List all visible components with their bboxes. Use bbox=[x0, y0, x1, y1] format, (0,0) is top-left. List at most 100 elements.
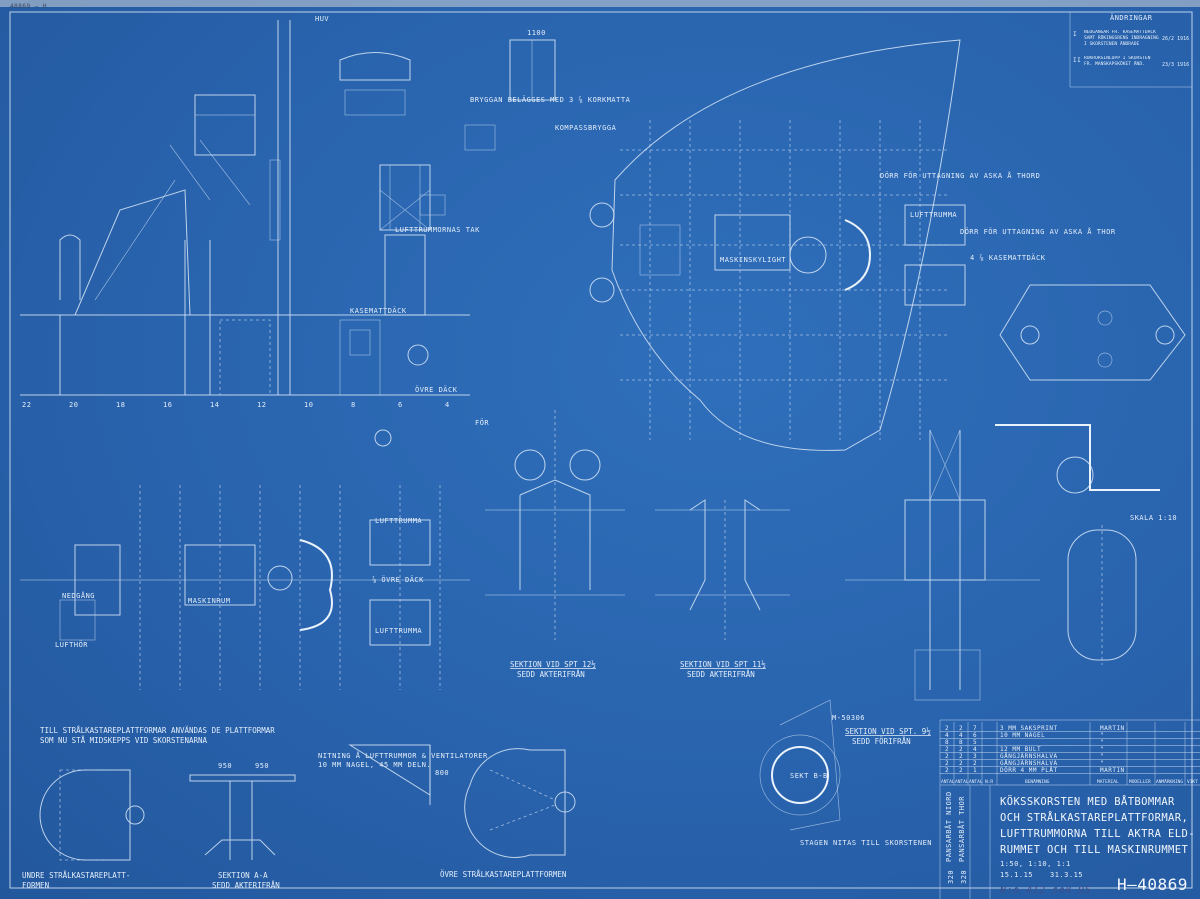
chimney-elevation bbox=[20, 20, 556, 447]
label-kasemattdack: KASEMATTDÄCK bbox=[350, 306, 407, 315]
lufttrumma-plan bbox=[20, 485, 470, 690]
label-sektion-9-sub: SEDD FÖRIFRÅN bbox=[852, 737, 911, 746]
parts-cell-name: 3 MM SAKSPRINT bbox=[1000, 725, 1058, 732]
frame-number: 18 bbox=[116, 401, 125, 409]
side-label-niord: PANSARBÅT NIORD bbox=[944, 791, 953, 862]
parts-cell-a: 2 bbox=[945, 753, 949, 760]
section-9 bbox=[845, 429, 1040, 701]
parts-cell-b: 8 bbox=[959, 739, 963, 746]
title-line-2: OCH STRÅLKASTAREPLATTFORMAR, bbox=[1000, 811, 1188, 824]
parts-cell-a: 2 bbox=[945, 767, 949, 774]
parts-cell-no: 3 bbox=[973, 753, 977, 760]
title-scale: 1:50, 1:10, 1:1 bbox=[1000, 860, 1071, 868]
label-lufttrumma-2: LUFTTRUMMA bbox=[375, 517, 422, 525]
note-platforms-2: SOM NU STÅ MIDSKEPPS VID SKORSTENARNA bbox=[40, 736, 208, 745]
parts-header: MODELLER bbox=[1129, 779, 1151, 785]
label-nedre-platform: UNDRE STRÅLKASTAREPLATT- bbox=[22, 871, 130, 880]
parts-header: VIKT bbox=[1187, 779, 1198, 785]
note-brygga: BRYGGAN BELÄGGES MED 3 ⅞ KORKMATTA bbox=[470, 95, 631, 104]
parts-cell-name: 10 MM NAGEL bbox=[1000, 732, 1045, 739]
lower-platform bbox=[39, 769, 145, 861]
dim-800: 800 bbox=[435, 769, 449, 777]
frame-number: 12 bbox=[257, 401, 266, 409]
revision-date: 23/3 1916 bbox=[1162, 62, 1189, 68]
parts-header: ANTAL bbox=[941, 779, 955, 785]
dim-950-b: 950 bbox=[255, 762, 269, 770]
parts-cell-no: 4 bbox=[973, 746, 977, 753]
frame-number: 16 bbox=[163, 401, 172, 409]
parts-cell-name: GÅNGJÄRNSHALVA bbox=[1000, 753, 1058, 760]
revision-box bbox=[1069, 11, 1193, 88]
revision-date: 26/2 1916 bbox=[1162, 36, 1189, 42]
title-line-4: RUMMET OCH TILL MASKINRUMMET bbox=[1000, 844, 1188, 856]
revision-text: RÖKRÖRSINLOPP I SKORSTEN FR. MANSKAPSKÖK… bbox=[1084, 56, 1151, 67]
label-sektion-9: SEKTION VID SPT. 9½ bbox=[845, 727, 931, 736]
parts-header: MATERIAL bbox=[1097, 779, 1119, 785]
section-bb bbox=[759, 699, 841, 831]
bracket-detail bbox=[348, 744, 431, 805]
label-dorr-2: DÖRR FÖR UTTAGNING AV ASKA Å THOR bbox=[960, 227, 1116, 236]
frame-number: 4 bbox=[445, 401, 450, 409]
label-sekt-bb: SEKT B-B bbox=[790, 772, 828, 780]
title-line-3: LUFTTRUMMORNA TILL AKTRA ELD- bbox=[1000, 828, 1195, 840]
parts-cell-a: 2 bbox=[945, 746, 949, 753]
revisions-header: ÄNDRINGAR bbox=[1110, 13, 1153, 22]
note-nitning-2: 10 MM NAGEL, 45 MM DELN. bbox=[318, 761, 431, 769]
side-number-2: 320 bbox=[960, 870, 968, 884]
label-maskinskylight: MASKINSKYLIGHT bbox=[720, 256, 786, 264]
parts-cell-name: 12 MM BULT bbox=[1000, 746, 1041, 753]
label-lufttrumma-3: LUFTTRUMMA bbox=[375, 627, 422, 635]
parts-cell-material: " bbox=[1100, 732, 1104, 739]
corner-mark: 40869 — H bbox=[10, 3, 47, 10]
frame-number: 6 bbox=[398, 401, 403, 409]
label-huv: HUV bbox=[315, 15, 329, 23]
title-block bbox=[939, 719, 1200, 899]
side-label-thor: PANSARBÅT THOR bbox=[957, 796, 966, 862]
handwritten-note: N:o 412 sek 95 bbox=[999, 885, 1091, 896]
side-number-1: 320 bbox=[947, 870, 955, 884]
revision-id: I bbox=[1073, 31, 1077, 38]
parts-cell-material: MARTIN bbox=[1100, 767, 1125, 774]
labels: HUV 1100 KOMPASSBRYGGA BRYGGAN BELÄGGES … bbox=[22, 15, 1177, 890]
label-for: FÖR bbox=[475, 418, 489, 427]
revisions-list: I NEDGÅNGAR FR. KASEMATTDÄCK SAMT RÖKINGS… bbox=[1073, 30, 1189, 68]
parts-cell-no: 5 bbox=[973, 739, 977, 746]
label-kompassbrygga: KOMPASSBRYGGA bbox=[555, 124, 617, 132]
label-sektion-aa: SEKTION A-A bbox=[218, 871, 268, 880]
frame-number: 22 bbox=[22, 401, 31, 409]
hinge-detail bbox=[995, 284, 1186, 665]
parts-cell-material: " bbox=[1100, 760, 1104, 767]
note-platforms-1: TILL STRÅLKASTAREPLATTFORMAR ANVÄNDAS DE… bbox=[40, 726, 275, 735]
label-lufttrumma-1: LUFTTRUMMA bbox=[910, 211, 957, 219]
label-kasemattdack-small: 4 ⅞ KASEMATTDÄCK bbox=[970, 253, 1046, 262]
label-maskinrum: MASKINRUM bbox=[188, 597, 230, 605]
parts-header: ANTAL bbox=[969, 779, 983, 785]
parts-cell-b: 2 bbox=[959, 760, 963, 767]
label-m-ref: M-50306 bbox=[832, 714, 865, 722]
label-ovre-dack: ÖVRE DÄCK bbox=[415, 385, 458, 394]
parts-cell-b: 2 bbox=[959, 746, 963, 753]
label-lufttrummornas-tak: LUFTTRUMMORNAS TAK bbox=[395, 226, 480, 234]
section-12 bbox=[485, 410, 625, 640]
revision-text: NEDGÅNGAR FR. KASEMATTDÄCK SAMT RÖKINGSR… bbox=[1084, 30, 1159, 47]
frame-number: 10 bbox=[304, 401, 313, 409]
label-sektion-11: SEKTION VID SPT 11½ bbox=[680, 660, 766, 669]
parts-header: BENÄMNING bbox=[1025, 778, 1050, 785]
upper-platform bbox=[464, 748, 576, 858]
frame-number: 8 bbox=[351, 401, 356, 409]
label-sektion-aa-sub: SEDD AKTERIFRÅN bbox=[212, 881, 280, 890]
parts-header: N:R bbox=[985, 779, 993, 785]
parts-cell-no: 6 bbox=[973, 732, 977, 739]
label-skala: SKALA 1:10 bbox=[1130, 514, 1177, 522]
label-nedre-platform-2: FORMEN bbox=[22, 881, 49, 890]
section-11 bbox=[655, 499, 790, 640]
parts-cell-b: 2 bbox=[959, 767, 963, 774]
sheet-border bbox=[9, 11, 1193, 889]
parts-cell-b: 2 bbox=[959, 725, 963, 732]
parts-cell-no: 2 bbox=[973, 760, 977, 767]
parts-cell-a: 8 bbox=[945, 739, 949, 746]
deck-plan bbox=[589, 39, 966, 451]
label-nedgang: NEDGÅNG bbox=[62, 591, 95, 600]
